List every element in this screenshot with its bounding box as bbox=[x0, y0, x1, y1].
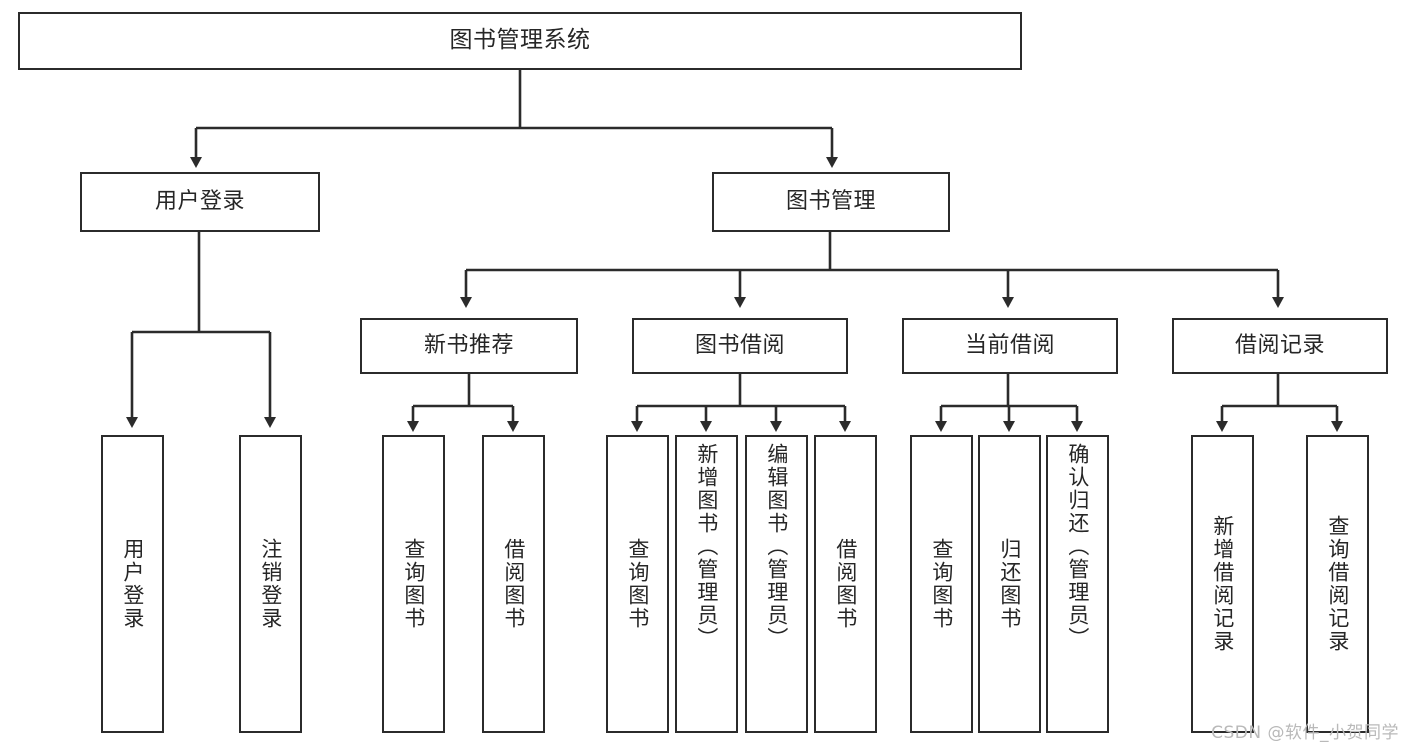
node-label: 借阅记录 bbox=[1234, 332, 1325, 358]
leaf-borrow-add-book-admin[interactable]: 新增图书（管理员） bbox=[675, 435, 738, 733]
node-label: 图书管理系统 bbox=[449, 27, 591, 54]
node-label: 新增借阅记录 bbox=[1210, 515, 1235, 653]
node-label: 新增图书（管理员） bbox=[694, 443, 719, 650]
node-label: 查询借阅记录 bbox=[1325, 515, 1350, 653]
leaf-borrow-lend-book[interactable]: 借阅图书 bbox=[814, 435, 877, 733]
node-label: 用户登录 bbox=[154, 188, 245, 214]
leaf-borrow-query-book[interactable]: 查询图书 bbox=[606, 435, 669, 733]
node-new-book-recommend[interactable]: 新书推荐 bbox=[360, 318, 578, 374]
leaf-current-confirm-return-admin[interactable]: 确认归还（管理员） bbox=[1046, 435, 1109, 733]
node-label: 查询图书 bbox=[401, 538, 426, 630]
leaf-user-login[interactable]: 用户登录 bbox=[101, 435, 164, 733]
node-root-system[interactable]: 图书管理系统 bbox=[18, 12, 1022, 70]
node-label: 用户登录 bbox=[120, 538, 145, 630]
leaf-current-return-book[interactable]: 归还图书 bbox=[978, 435, 1041, 733]
node-user-login[interactable]: 用户登录 bbox=[80, 172, 320, 232]
leaf-record-search[interactable]: 查询借阅记录 bbox=[1306, 435, 1369, 733]
node-label: 注销登录 bbox=[258, 538, 283, 630]
node-current-borrow[interactable]: 当前借阅 bbox=[902, 318, 1118, 374]
node-label: 查询图书 bbox=[929, 538, 954, 630]
node-label: 归还图书 bbox=[997, 538, 1022, 630]
leaf-recommend-borrow-book[interactable]: 借阅图书 bbox=[482, 435, 545, 733]
node-label: 确认归还（管理员） bbox=[1065, 443, 1090, 650]
node-book-borrow[interactable]: 图书借阅 bbox=[632, 318, 848, 374]
leaf-user-logout[interactable]: 注销登录 bbox=[239, 435, 302, 733]
node-label: 借阅图书 bbox=[833, 538, 858, 630]
node-label: 新书推荐 bbox=[423, 332, 514, 358]
node-label: 编辑图书（管理员） bbox=[764, 443, 789, 650]
node-borrow-record[interactable]: 借阅记录 bbox=[1172, 318, 1388, 374]
leaf-borrow-edit-book-admin[interactable]: 编辑图书（管理员） bbox=[745, 435, 808, 733]
node-book-manage[interactable]: 图书管理 bbox=[712, 172, 950, 232]
csdn-watermark: CSDN @软件_小贺同学 bbox=[1211, 723, 1399, 743]
leaf-current-query-book[interactable]: 查询图书 bbox=[910, 435, 973, 733]
node-label: 图书管理 bbox=[785, 188, 876, 214]
node-label: 当前借阅 bbox=[964, 332, 1055, 358]
node-label: 图书借阅 bbox=[694, 332, 785, 358]
leaf-recommend-query-book[interactable]: 查询图书 bbox=[382, 435, 445, 733]
node-label: 借阅图书 bbox=[501, 538, 526, 630]
node-label: 查询图书 bbox=[625, 538, 650, 630]
leaf-record-add[interactable]: 新增借阅记录 bbox=[1191, 435, 1254, 733]
